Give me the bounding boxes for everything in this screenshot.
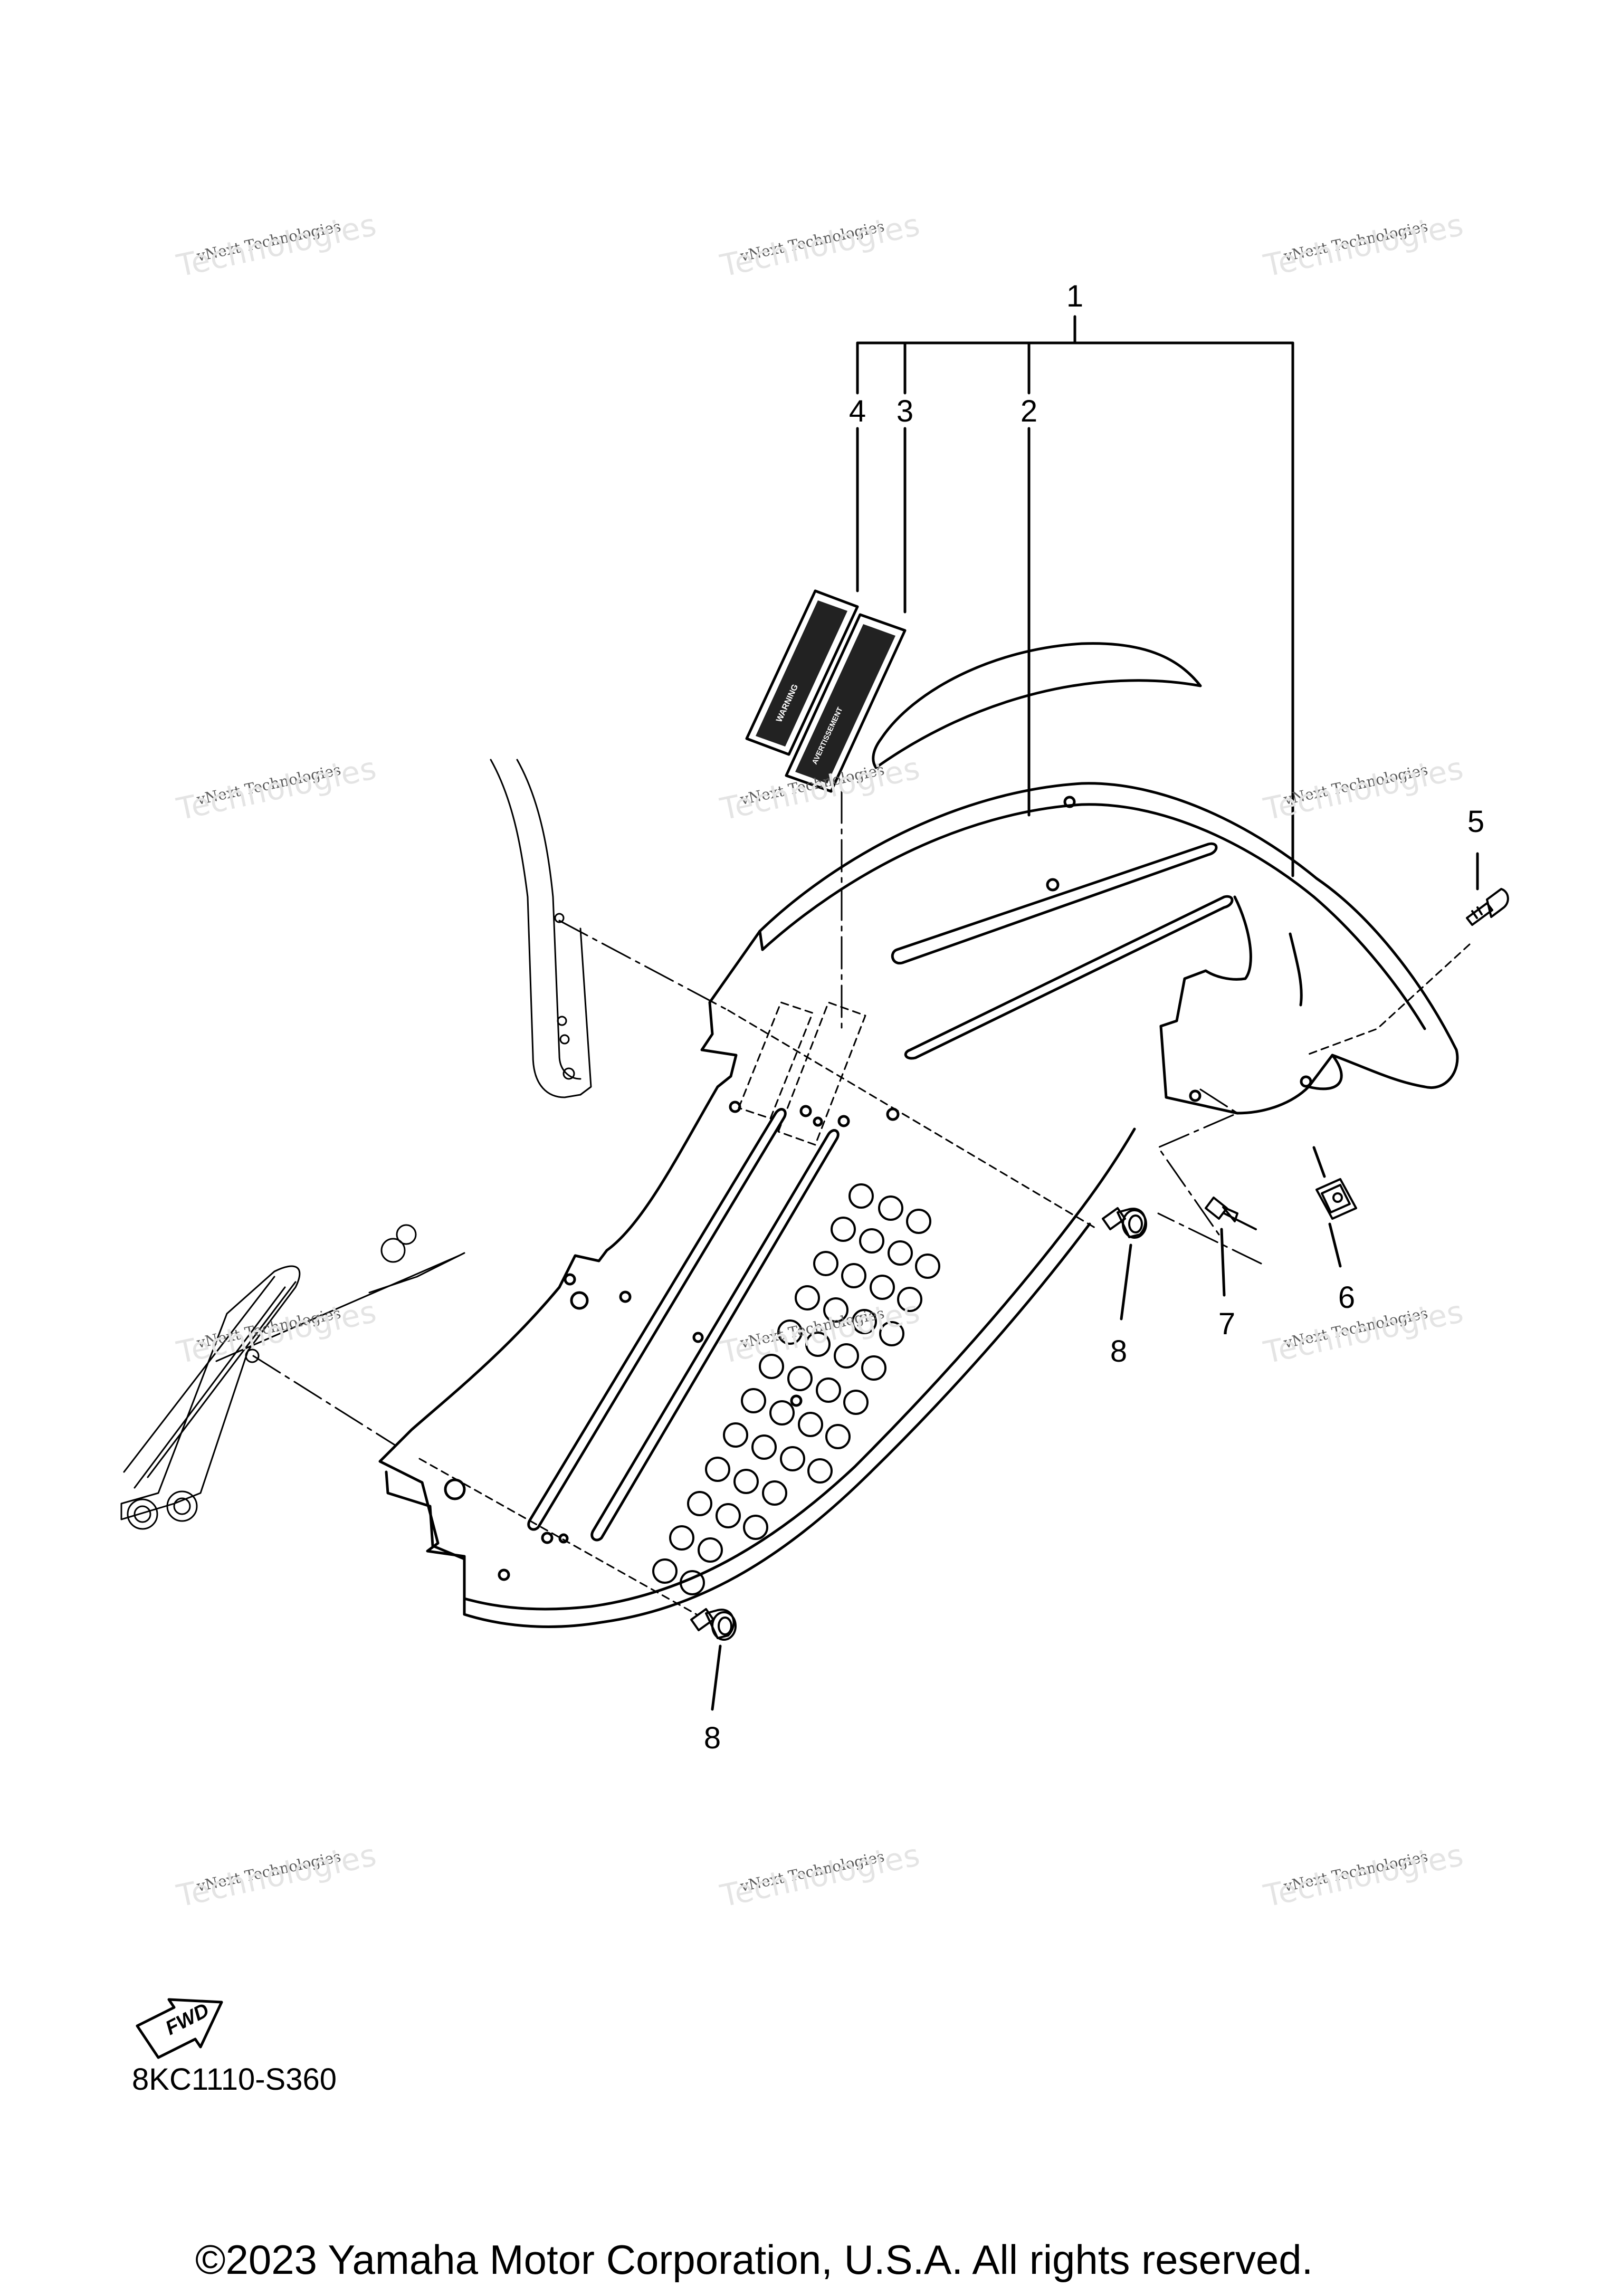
rivet-7-icon xyxy=(1205,1197,1257,1230)
callout-4: 4 xyxy=(848,394,866,428)
callout-5: 5 xyxy=(1467,805,1485,839)
bolt-8-upper-icon xyxy=(1102,1207,1147,1239)
leader-6 xyxy=(1328,1222,1342,1268)
callout-3: 3 xyxy=(896,394,914,428)
clip-nut-6-icon xyxy=(1315,1178,1357,1220)
bolt-8-lower-icon xyxy=(690,1608,737,1641)
assembly-lines xyxy=(252,790,1471,1615)
warning-decal xyxy=(745,589,859,756)
mounting-holes xyxy=(444,796,1312,1581)
caution-decal xyxy=(785,613,907,793)
callout-1: 1 xyxy=(1066,279,1084,313)
callout-8-lower: 8 xyxy=(703,1721,721,1755)
fender-slots xyxy=(527,842,1234,1542)
copyright-notice: ©2023 Yamaha Motor Corporation, U.S.A. A… xyxy=(195,2236,1313,2283)
callout-2: 2 xyxy=(1020,394,1038,428)
frame-ghost-upper xyxy=(490,759,592,1098)
protector-strip xyxy=(872,642,1202,769)
callout-6: 6 xyxy=(1338,1280,1356,1315)
diagram-code: 8KC1110-S360 xyxy=(132,2062,337,2097)
vent-holes xyxy=(652,1183,940,1595)
fwd-arrow-icon xyxy=(136,1998,223,2059)
callout-8-upper: 8 xyxy=(1110,1334,1128,1369)
leader-8-upper xyxy=(1120,1243,1132,1321)
callout-7: 7 xyxy=(1218,1307,1236,1341)
leader-6b xyxy=(1312,1146,1326,1178)
leader-8-lower xyxy=(711,1644,722,1711)
swingarm-ghost xyxy=(120,1224,465,1530)
fwd-label: FWD xyxy=(162,1999,213,2040)
leader-7 xyxy=(1220,1228,1226,1297)
decal-positions xyxy=(738,1001,866,1146)
bolt-5-icon xyxy=(1466,888,1509,926)
callout-bracket-1 xyxy=(856,315,1294,877)
